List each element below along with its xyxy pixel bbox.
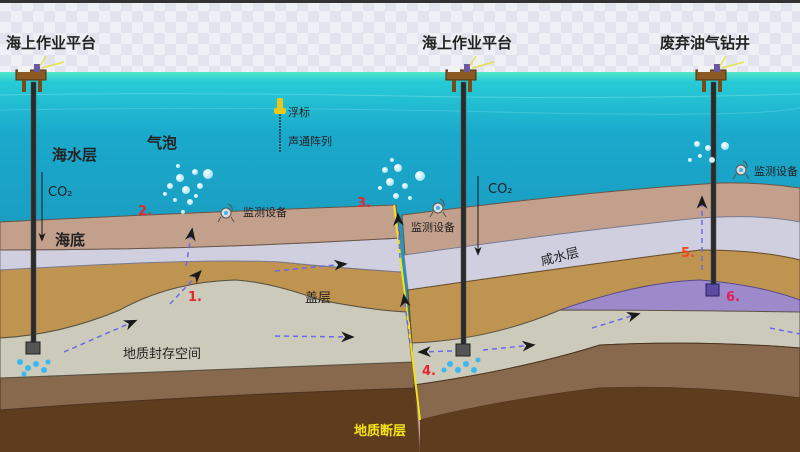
bubbles-cluster-well <box>688 141 729 163</box>
leak-path-2: 2. <box>138 204 152 219</box>
label-co2-mid: CO₂ <box>488 182 513 197</box>
label-buoy: 浮标 <box>288 106 310 119</box>
leak-path-5: 5. <box>681 246 695 261</box>
leak-path-3: 3. <box>357 196 371 211</box>
platform-left-icon <box>15 55 65 92</box>
monitoring-device-icon-3 <box>732 160 750 180</box>
injection-well-mid <box>455 81 471 357</box>
label-platform-mid: 海上作业平台 <box>422 34 513 52</box>
buoy-icon <box>274 98 286 152</box>
co2-cluster-left <box>17 359 51 377</box>
monitoring-device-icon-2 <box>429 198 447 218</box>
bubbles-cluster-fault <box>378 158 425 200</box>
label-acoustic-array: 声通阵列 <box>288 135 332 148</box>
monitoring-device-icon-1 <box>217 203 235 223</box>
abandoned-well-pipe <box>705 81 720 297</box>
co2-migration-paths <box>63 195 800 358</box>
label-abandoned-well: 废弃油气钻井 <box>660 34 751 52</box>
sky-background <box>0 0 800 72</box>
abandoned-well-platform-icon <box>695 55 745 92</box>
label-monitor-3: 监测设备 <box>754 165 798 178</box>
bubbles-cluster-left <box>163 164 213 214</box>
left-fault-block <box>0 204 420 452</box>
label-caprock: 盖层 <box>305 291 332 306</box>
injection-well-left <box>25 81 41 355</box>
right-fault-block <box>401 182 800 452</box>
label-seawater-layer: 海水层 <box>52 146 98 164</box>
label-seafloor: 海底 <box>55 231 86 249</box>
leak-path-1: 1. <box>188 290 202 305</box>
label-bubbles: 气泡 <box>147 134 178 152</box>
co2-cluster-mid <box>441 357 481 373</box>
leak-path-4: 4. <box>422 364 436 379</box>
label-platform-left: 海上作业平台 <box>6 34 97 52</box>
leak-path-6: 6. <box>726 290 740 305</box>
label-storage-space: 地质封存空间 <box>123 347 202 362</box>
label-fault: 地质断层 <box>354 424 407 439</box>
top-border <box>0 0 800 3</box>
label-monitor-1: 监测设备 <box>243 206 287 219</box>
label-monitor-2: 监测设备 <box>411 221 455 234</box>
platform-mid-icon <box>445 55 495 92</box>
label-co2-left: CO₂ <box>48 185 73 200</box>
fault-line <box>393 204 421 421</box>
